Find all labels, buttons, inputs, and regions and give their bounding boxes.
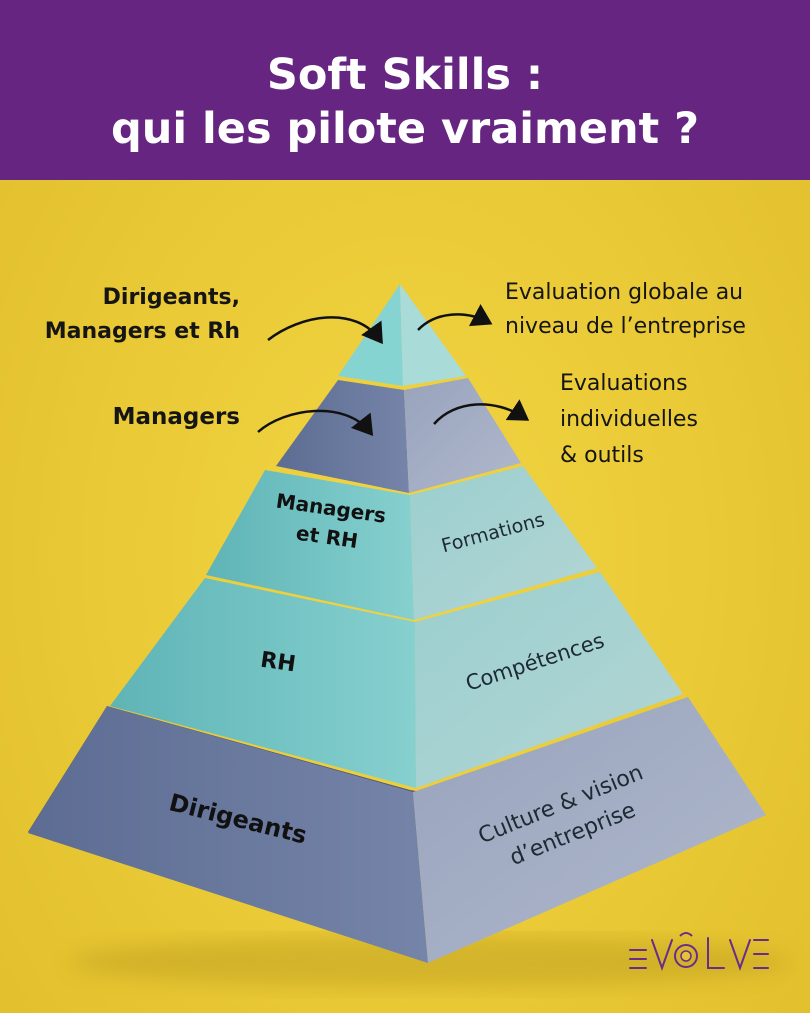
actor-label-managers: Managers [112,404,240,430]
tier-rh [110,572,683,788]
tier-4-left-face [110,578,416,788]
tier-5-right-face [413,697,766,963]
focus-label-apex: Evaluation globale au niveau de l’entrep… [505,280,746,339]
evolve-logo [628,930,770,974]
arrow-left-2 [257,409,374,436]
tier-1-right-face [400,284,466,386]
tier-4-right-face [415,572,683,788]
tier-5-left-face [28,706,428,963]
title-banner: Soft Skills : qui les pilote vraiment ? [0,0,810,180]
arrow-right-1 [417,303,493,331]
focus-label-managers: Evaluations individuelles & outils [560,371,698,468]
tier-apex [338,284,466,386]
arrow-left-1 [267,316,383,345]
evolve-logo-mark [629,932,769,971]
pyramid-diagram [28,284,790,988]
title-line-1: Soft Skills : [266,50,544,100]
title-line-2: qui les pilote vraiment ? [110,104,700,154]
tier-2-right-face [404,378,521,493]
tier-managers-rh [206,466,597,620]
actor-label-apex: Dirigeants, Managers et Rh [44,285,240,344]
tier-dirigeants [28,697,766,963]
tier-managers [276,378,521,493]
tier-3-right-face [410,466,597,620]
arrow-right-2 [433,399,530,425]
tier-3-left-face [206,470,414,620]
tier-1-left-face [338,284,403,386]
tier-2-left-face [276,380,409,493]
